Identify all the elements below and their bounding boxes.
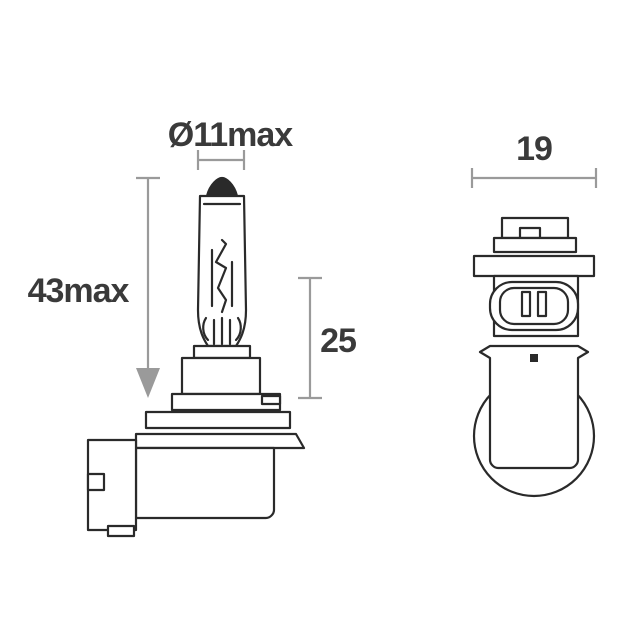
flange-step [260,394,282,406]
dimension-height: 25 [298,276,357,400]
front-pin-right [536,290,548,318]
filament-lead [210,248,234,308]
bulb-connector [86,438,138,532]
front-center-mark [530,354,538,362]
front-top-notch [518,226,542,240]
bulb-neck [180,356,262,396]
front-reference-plate [472,254,596,278]
bulb-reference-plate [144,410,292,430]
front-socket-inner [498,286,570,326]
bulb-pinch-seal [202,316,242,346]
length-label: 43max [28,272,130,310]
width-label: 19 [516,130,552,168]
front-neck [492,236,578,254]
connector-tab [106,524,136,538]
bulb-collar [192,344,252,360]
length-arrow-head [136,368,160,398]
dimension-width: 19 [470,130,598,188]
dimension-diameter: Ø11max [168,116,294,170]
front-pin-left [520,290,532,318]
connector-latch [86,472,106,492]
front-housing-body [478,344,590,470]
bulb-front-view [472,216,596,498]
dimension-length: 43max [28,176,160,398]
bulb-filament [214,238,228,314]
reference-plate-lower [134,432,306,450]
bulb-glass-tip [205,176,239,198]
bulb-housing [134,446,276,520]
height-label: 25 [320,322,356,360]
diameter-label: Ø11max [168,116,294,154]
bulb-side-view [86,176,306,538]
